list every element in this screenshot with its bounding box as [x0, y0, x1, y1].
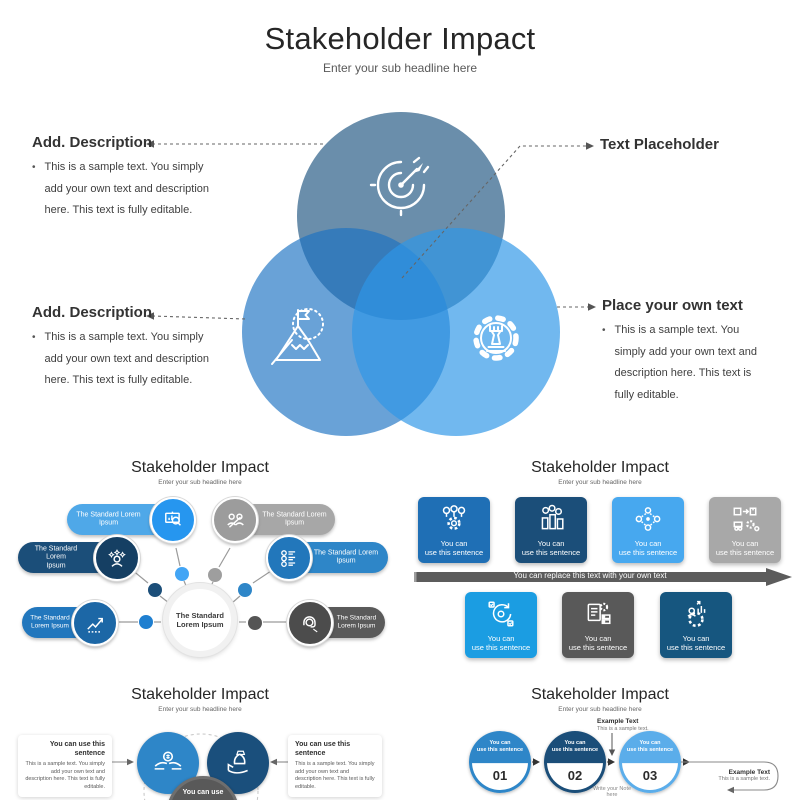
thumb-subtitle: Enter your sub headline here	[558, 706, 642, 713]
info-square: You can use this sentence	[418, 497, 490, 563]
step-label: You can use this sentence	[476, 740, 524, 753]
steps-right-note-heading: Example Text	[728, 769, 770, 776]
info-square: You can use this sentence	[562, 592, 634, 658]
thumb-subtitle: Enter your sub headline here	[558, 479, 642, 486]
thumb-subtitle: Enter your sub headline here	[158, 479, 242, 486]
chart-board-icon	[150, 497, 196, 543]
box-body: This is a sample text. You simply add yo…	[25, 761, 105, 790]
callout-body: This is a sample text. You simply add yo…	[44, 331, 210, 386]
hands-coin-icon	[154, 751, 182, 770]
process-check-icon	[488, 601, 514, 627]
box-body: This is a sample text. You simply add yo…	[295, 761, 375, 790]
pill-label: The Standard Lorem Ipsum	[262, 511, 327, 527]
info-square: You can use this sentence	[515, 497, 587, 563]
callout-bottom-left: Add. Description • This is a sample text…	[32, 304, 232, 392]
callout-top-left: Add. Description • This is a sample text…	[32, 134, 232, 222]
center-node-label: The Standard Lorem Ipsum	[176, 611, 224, 629]
venn-circle-bottom-right	[352, 228, 560, 436]
steps-top-note-heading: Example Text	[597, 718, 639, 725]
callout-heading: Add. Description	[32, 304, 153, 321]
step-number: 01	[492, 768, 508, 783]
square-label: You can use this sentence	[715, 539, 775, 557]
thumb-title: Stakeholder Impact	[131, 459, 269, 476]
step-circle: You can use this sentence 03	[619, 731, 681, 793]
pill-label: The Standard Lorem Ipsum	[30, 614, 70, 630]
step-circle: You can use this sentence 01	[469, 731, 531, 793]
steps-top-note-body: This is a sample text.	[597, 726, 649, 732]
pill-label: The Standard Lorem Ipsum	[76, 511, 141, 527]
pill-label: The Standard Lorem Ipsum	[336, 614, 377, 630]
thumb-subtitle: Enter your sub headline here	[158, 706, 242, 713]
logistics-icon	[733, 507, 760, 532]
square-label: You can use this sentence	[618, 539, 678, 557]
square-label: You can use this sentence	[666, 634, 726, 652]
main-slide: Stakeholder Impact Enter your sub headli…	[32, 21, 782, 436]
process-bottom-label: You can use	[182, 789, 224, 796]
people-network-icon	[635, 507, 661, 531]
steps-bottom-note: Write your Note here	[592, 786, 632, 798]
pill-label: The Standard Lorem Ipsum	[34, 544, 78, 569]
arrow-banner-label: You can replace this text with your own …	[513, 571, 667, 580]
callout-body: This is a sample text. You simply add yo…	[44, 161, 210, 216]
steps-right-note: Example Text This is a sample text.	[700, 769, 770, 782]
slide-thumb-network[interactable]: Stakeholder Impact Enter your sub headli…	[8, 455, 392, 681]
step-circle: You can use this sentence 02	[544, 731, 606, 793]
hand-moneybag-icon	[227, 750, 248, 774]
thumb-title: Stakeholder Impact	[531, 686, 669, 703]
box-heading: You can use this sentence	[49, 741, 105, 757]
square-label: You can use this sentence	[521, 539, 581, 557]
money-gear-icon	[442, 505, 466, 530]
slide-thumb-steps[interactable]: Stakeholder Impact Enter your sub headli…	[408, 683, 792, 800]
info-square: You can use this sentence	[465, 592, 537, 658]
bullet-marker: •	[32, 332, 36, 343]
thumb-title: Stakeholder Impact	[531, 459, 669, 476]
finance-bars-icon	[541, 504, 564, 530]
step-label: You can use this sentence	[551, 740, 599, 753]
leader-stars-icon	[94, 535, 140, 581]
info-square: You can use this sentence	[709, 497, 781, 563]
process-right-box: You can use this sentence This is a samp…	[288, 735, 382, 798]
info-square: You can use this sentence	[612, 497, 684, 563]
slide-thumb-squares[interactable]: Stakeholder Impact Enter your sub headli…	[408, 455, 792, 681]
square-label: You can use this sentence	[424, 539, 484, 557]
growth-arrow-icon	[72, 600, 118, 646]
callout-heading: Place your own text	[602, 297, 743, 314]
page-subtitle: Enter your sub headline here	[322, 61, 478, 75]
square-label: You can use this sentence	[471, 634, 531, 652]
support-icon	[287, 600, 333, 646]
square-label: You can use this sentence	[568, 634, 628, 652]
analyst-gear-icon	[687, 600, 706, 628]
process-left-box: You can use this sentence This is a samp…	[18, 735, 112, 798]
document-gear-icon	[587, 602, 611, 625]
step-label: You can use this sentence	[626, 740, 674, 753]
callout-body: This is a sample text. You simply add yo…	[614, 324, 757, 401]
bullet-marker: •	[32, 162, 36, 173]
mountain-flag-icon	[271, 308, 324, 365]
chess-gear-icon	[473, 315, 519, 361]
bullet-marker: •	[602, 325, 606, 336]
thumb-title: Stakeholder Impact	[131, 686, 269, 703]
step-number: 03	[642, 768, 658, 783]
page-title: Stakeholder Impact	[264, 21, 536, 56]
steps-right-note-body: This is a sample text.	[718, 776, 770, 782]
callout-top-right: Text Placeholder	[600, 136, 719, 153]
target-dart-icon	[369, 156, 430, 217]
checklist-icon	[266, 535, 312, 581]
replace-text-arrow	[414, 568, 792, 586]
info-square: You can use this sentence	[660, 592, 732, 658]
box-heading: You can use this sentence	[295, 741, 351, 757]
network-center-node: The Standard Lorem Ipsum	[163, 583, 237, 657]
pill-label: The Standard Lorem Ipsum	[313, 549, 379, 565]
team-icon	[212, 497, 258, 543]
slide-thumb-process[interactable]: Stakeholder Impact Enter your sub headli…	[8, 683, 392, 800]
step-number: 02	[567, 768, 583, 783]
callout-bottom-right: Place your own text • This is a sample t…	[602, 297, 782, 406]
callout-heading: Add. Description	[32, 134, 153, 151]
